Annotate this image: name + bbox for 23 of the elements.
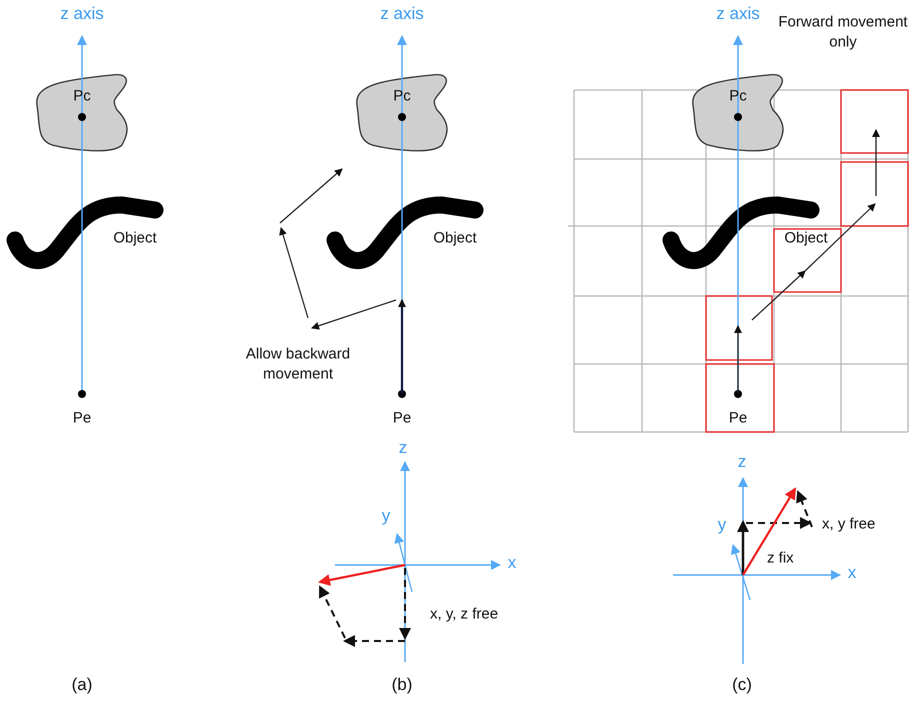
annotation-text: Forward movement only <box>777 12 909 52</box>
point-label: Pe <box>392 408 412 428</box>
object-label: Object <box>433 228 477 248</box>
panel-label: (c) <box>732 674 752 696</box>
axis-label: z <box>398 436 408 459</box>
object-label: Object <box>113 228 157 248</box>
axis-label: z axis <box>60 2 104 25</box>
object-label: Object <box>784 228 828 248</box>
axis-label: x <box>508 552 516 574</box>
annotation-text: Allow backward movement <box>244 344 352 384</box>
axis-label: y <box>382 504 390 527</box>
axis-label: z <box>738 450 746 473</box>
axis-label: z axis <box>716 2 760 25</box>
axis-label: y <box>718 514 726 536</box>
axis-label: z axis <box>380 2 424 25</box>
annotation-text: x, y, z free <box>430 604 498 624</box>
annotation-text: x, y free <box>822 514 876 534</box>
annotation-text: z fix <box>767 548 794 568</box>
axis-label: x <box>848 562 856 584</box>
point-label: Pe <box>728 408 748 428</box>
point-label: Pe <box>72 408 92 428</box>
panel-label: (b) <box>392 674 412 696</box>
panel-label: (a) <box>72 674 92 696</box>
